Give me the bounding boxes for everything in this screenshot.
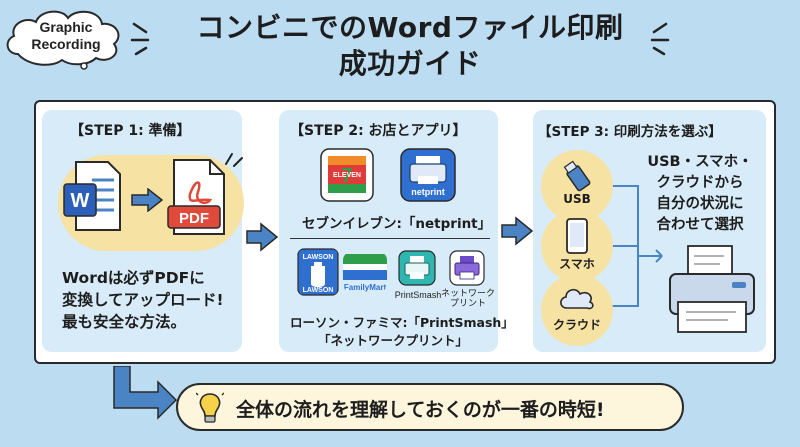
graphic-recording-badge: Graphic Recording [4,6,126,70]
cloud-shape [6,10,120,70]
step1-line-1: Wordは必ずPDFに [62,269,205,287]
other-caption-1: ローソン・ファミマ:「PrintSmash」 [290,315,514,330]
step1-description: Wordは必ずPDFに 変換してアップロード! 最も安全な方法。 [62,267,242,333]
title-line-1: コンビニでのWordファイル印刷 [196,11,624,44]
step2-panel [279,110,498,352]
step3-title: 【STEP 3: 印刷方法を選ぶ】 [538,124,722,140]
step3-line-2: クラウドから [656,175,744,191]
networkprint-label: ネットワーク プリント [440,288,496,308]
lawson-bottom-text: LAWSON [303,287,334,294]
connector-lines [612,185,663,307]
pdf-file-icon: PDF [167,159,225,235]
pdf-icon-text: PDF [179,210,209,227]
sparkle-icon-left [130,22,150,56]
step2-divider [290,238,490,239]
printsmash-label: PrintSmash [394,290,442,300]
seven-logo-text: ELEVEN [333,172,361,179]
familymart-label: FamilyMart [344,283,387,292]
networkprint-label-line-1: ネットワーク [440,288,495,298]
usb-label: USB [563,192,591,206]
step2-title: 【STEP 2: お店とアプリ】 [290,123,467,139]
tip-box: 全体の流れを理解しておくのが一番の時短! [176,383,684,431]
lawson-logo: LAWSON LAWSON [297,248,339,296]
arrow-down-right-icon [113,366,178,420]
page-title: コンビニでのWordファイル印刷 成功ガイド [150,10,670,82]
printer-icon [669,245,755,333]
step1-title: 【STEP 1: 準備】 [70,123,191,139]
step1-line-3: 最も安全な方法。 [62,313,187,331]
other-caption-2: 「ネットワークプリント」 [318,333,469,348]
smartphone-label: スマホ [559,257,595,271]
word-file-icon: W [63,161,121,231]
step3-line-3: 自分の状況に [656,196,744,212]
networkprint-label-line-2: プリント [449,298,486,308]
seven-eleven-logo: 7 ELEVEN [320,148,374,202]
usb-icon [563,160,591,192]
netprint-app-icon: netprint [400,148,456,202]
netprint-icon-label: netprint [411,187,445,197]
sparkle-icon-right [650,22,670,56]
title-line-2: 成功ガイド [338,47,482,80]
step3-line-4: 合わせて選択 [656,217,744,233]
arrow-right-icon [131,188,164,212]
arrow-step1-to-step2 [246,222,279,252]
cloud-icon [560,288,594,310]
networkprint-app-icon [449,250,485,286]
cloud-option: クラウド [541,274,613,346]
smartphone-icon [566,218,588,254]
badge-text: Graphic Recording [14,19,118,53]
word-icon-letter: W [71,190,90,212]
cloud-label: クラウド [552,318,601,332]
familymart-logo: FamilyMart [343,254,387,292]
badge-line-1: Graphic [39,19,93,35]
lightbulb-icon [196,392,224,423]
step1-line-2: 変換してアップロード! [62,291,224,309]
seven-logo-number: 7 [341,165,352,187]
tip-text: 全体の流れを理解しておくのが一番の時短! [236,399,605,421]
seven-caption: セブンイレブン:「netprint」 [302,216,492,232]
step3-description: USB・スマホ・ クラウドから 自分の状況に 合わせて選択 [636,152,764,236]
lawson-top-text: LAWSON [303,254,334,261]
smartphone-option: スマホ [541,210,613,282]
printsmash-app-icon [398,250,436,286]
step3-line-1: USB・スマホ・ [647,154,753,170]
arrow-step2-to-step3 [501,216,534,246]
badge-line-2: Recording [31,36,101,52]
sparkle-icon-pdf [225,153,243,167]
